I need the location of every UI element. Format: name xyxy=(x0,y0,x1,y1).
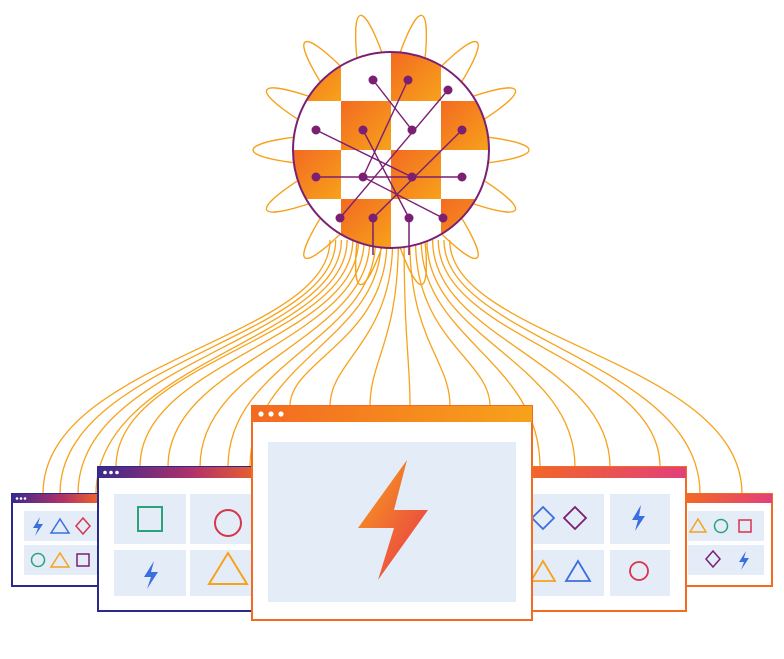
browser-window-far-right xyxy=(681,493,773,587)
diamond-icon xyxy=(562,505,588,531)
browser-window-mid-left xyxy=(97,466,269,612)
diamond-icon xyxy=(75,516,91,536)
connection-wires xyxy=(42,239,743,495)
window-dots xyxy=(15,497,27,500)
browser-window-center xyxy=(251,405,533,621)
globe-network-icon xyxy=(292,51,490,255)
triangle-icon xyxy=(49,551,71,568)
triangle-icon xyxy=(49,517,71,534)
bolt-icon xyxy=(632,505,645,531)
circle-icon xyxy=(629,561,649,581)
square-icon xyxy=(76,553,90,567)
circle-icon xyxy=(713,518,729,534)
triangle-icon xyxy=(564,559,592,582)
triangle-icon xyxy=(529,559,557,582)
bolt-icon xyxy=(358,460,428,580)
triangle-icon xyxy=(688,517,708,533)
triangle-icon xyxy=(207,551,249,585)
browser-window-far-left xyxy=(11,493,103,587)
square-icon xyxy=(137,506,163,532)
square-icon xyxy=(738,519,752,533)
circle-icon xyxy=(214,509,242,537)
window-dots xyxy=(258,411,284,417)
window-dots xyxy=(103,470,119,475)
circle-icon xyxy=(30,552,46,568)
bolt-icon xyxy=(739,551,749,570)
diamond-icon xyxy=(705,549,721,569)
diamond-icon xyxy=(530,505,556,531)
bolt-icon xyxy=(33,517,43,536)
browser-window-mid-right xyxy=(515,466,687,612)
bolt-icon xyxy=(144,561,158,589)
